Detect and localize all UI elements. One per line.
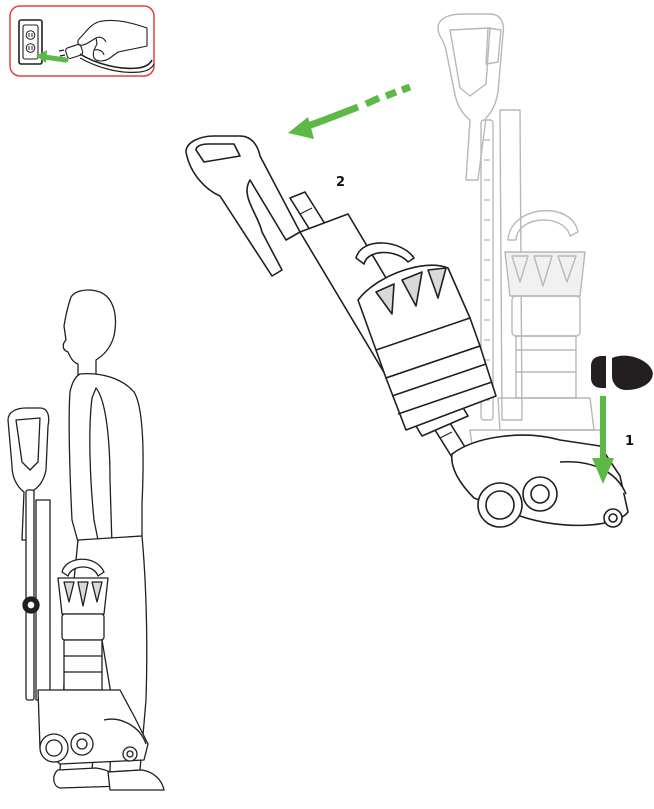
unplug-panel	[10, 6, 154, 76]
step-number-2: 2	[336, 175, 345, 190]
tilt-back-arrow-icon	[288, 87, 410, 139]
step-number-1: 1	[625, 434, 634, 449]
foot-icon	[591, 356, 653, 390]
vacuum-tilted	[186, 136, 628, 527]
